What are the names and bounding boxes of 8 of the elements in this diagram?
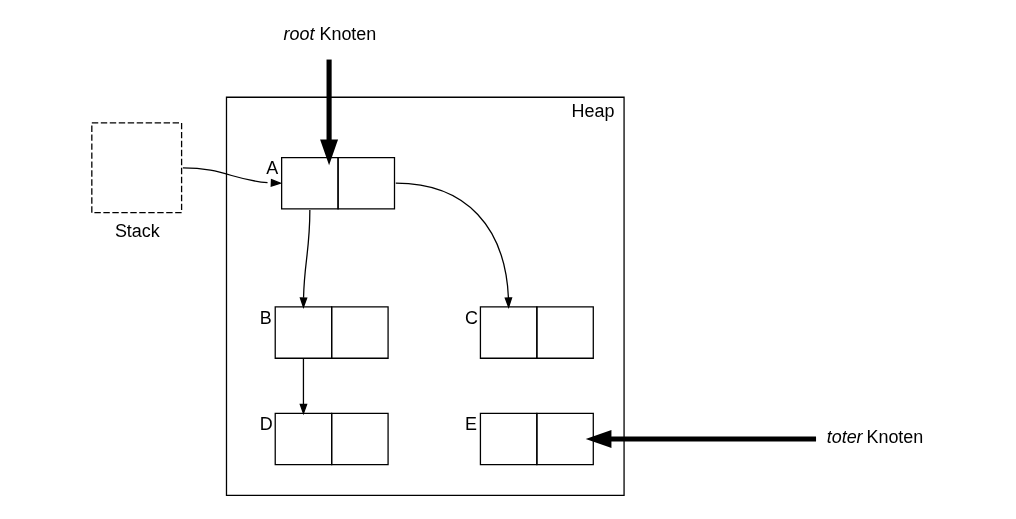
node-label: Stack	[114, 221, 160, 242]
node-label: E	[465, 414, 477, 435]
node-label: D	[259, 414, 273, 435]
node-label: A	[266, 158, 279, 179]
node-text: root Knoten	[283, 23, 377, 44]
node-label: C	[465, 307, 478, 328]
node-label: B	[259, 307, 272, 328]
node-text: toter Knoten	[826, 426, 924, 447]
